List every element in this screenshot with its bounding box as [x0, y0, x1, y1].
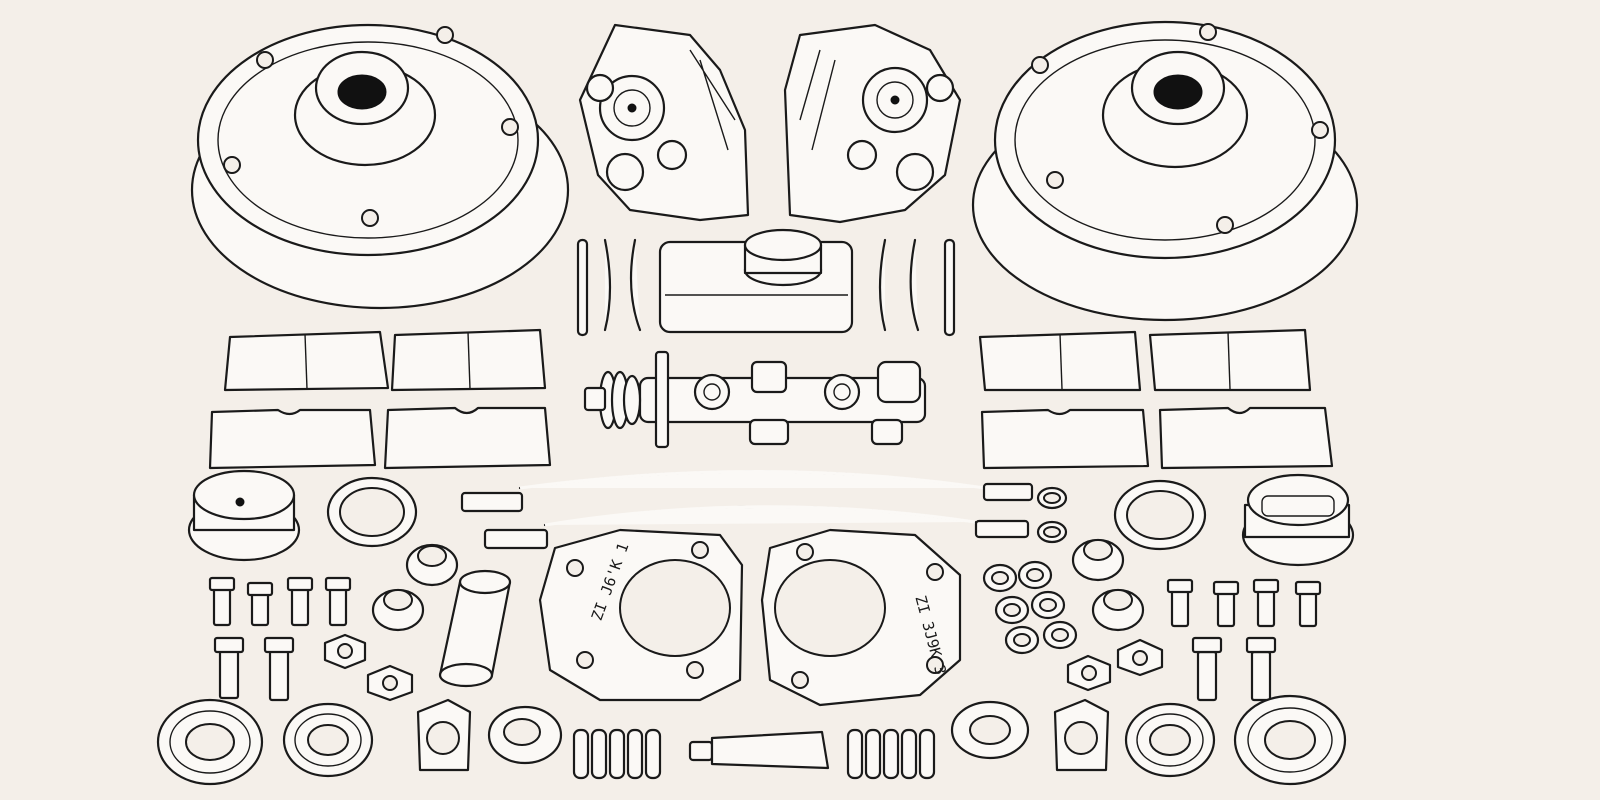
dust-cap-left	[187, 469, 301, 562]
washers	[982, 560, 1078, 655]
seal-rings	[326, 476, 1207, 551]
tab-washers	[416, 698, 1110, 772]
brake-disc-right	[971, 20, 1359, 322]
bushings	[371, 538, 1145, 632]
brake-hoses	[460, 470, 1034, 550]
master-cylinder-boot	[598, 370, 642, 430]
caliper-right	[783, 23, 962, 224]
brake-disc-left	[190, 23, 570, 310]
caliper-bracket-left: ZI J6'K 1	[538, 528, 744, 702]
cylinder-sleeve	[438, 569, 512, 688]
bearings-left	[156, 698, 374, 786]
bolts-left	[208, 576, 352, 702]
bearings-right	[1124, 694, 1347, 786]
fluid-reservoir	[658, 228, 854, 334]
caliper-pins-left	[576, 238, 642, 337]
pin-set-left	[572, 728, 662, 780]
caliper-pins-right	[878, 238, 956, 337]
grease-tube	[688, 730, 830, 770]
brake-pads-left	[208, 328, 552, 470]
master-cylinder	[583, 350, 927, 449]
caliper-bracket-right: ZI 3J9K 3	[760, 528, 962, 707]
bolts-right	[1166, 578, 1322, 702]
dust-cap-right	[1241, 473, 1355, 567]
caliper-left	[578, 23, 750, 222]
brake-pads-right	[978, 328, 1334, 470]
pin-set-right	[846, 728, 936, 780]
hex-nuts	[323, 633, 1164, 702]
